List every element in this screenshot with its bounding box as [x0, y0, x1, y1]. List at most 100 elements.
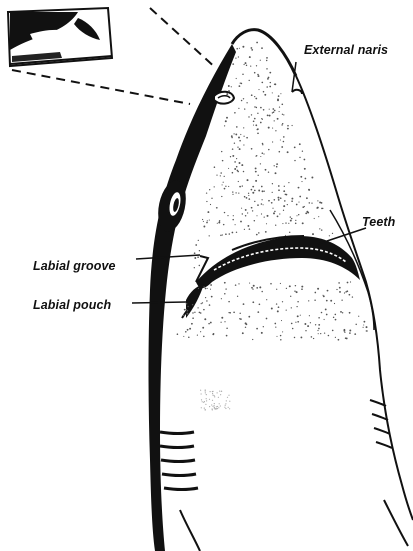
stipple-dot	[349, 312, 351, 314]
stipple-dot	[308, 300, 309, 301]
stipple-dot	[299, 196, 301, 198]
stipple-dot	[243, 136, 244, 137]
stipple-dot	[305, 212, 307, 214]
stipple-dot	[338, 282, 340, 284]
stipple-dot	[257, 132, 259, 134]
stipple-dot	[201, 407, 202, 408]
stipple-dot	[226, 327, 228, 329]
stipple-dot	[334, 303, 335, 304]
stipple-dot	[263, 109, 265, 111]
stipple-dot	[284, 186, 285, 187]
stipple-dot	[283, 210, 284, 211]
stipple-dot	[280, 335, 281, 336]
stipple-dot	[245, 209, 247, 211]
stipple-dot	[290, 216, 291, 217]
stipple-dot	[243, 64, 244, 65]
stipple-dot	[283, 136, 285, 138]
stipple-dot	[299, 143, 301, 145]
stipple-dot	[240, 82, 241, 83]
stipple-dot	[232, 63, 234, 65]
stipple-dot	[314, 292, 316, 294]
stipple-dot	[297, 321, 299, 323]
stipple-dot	[256, 42, 258, 44]
stipple-dot	[197, 256, 199, 258]
stipple-dot	[237, 147, 238, 148]
stipple-dot	[217, 408, 218, 409]
stipple-dot	[206, 201, 207, 202]
stipple-dot	[236, 232, 237, 233]
stipple-dot	[218, 222, 220, 224]
stipple-dot	[239, 162, 241, 164]
stipple-dot	[274, 84, 275, 85]
stipple-dot	[261, 199, 262, 200]
stipple-dot	[279, 111, 280, 112]
stipple-dot	[278, 189, 280, 191]
stipple-dot	[239, 318, 240, 319]
stipple-dot	[232, 219, 234, 221]
stipple-dot	[206, 192, 207, 193]
stipple-dot	[212, 406, 213, 407]
stipple-dot	[206, 222, 208, 224]
stipple-dot	[247, 212, 248, 213]
stipple-dot	[250, 47, 252, 49]
stipple-dot	[262, 190, 264, 192]
stipple-dot	[276, 166, 278, 168]
stipple-dot	[216, 175, 217, 176]
stipple-dot	[219, 220, 220, 221]
stipple-dot	[332, 330, 334, 332]
label-labial-pouch: Labial pouch	[33, 298, 112, 312]
stipple-dot	[209, 399, 210, 400]
stipple-dot	[236, 158, 237, 159]
stipple-dot	[225, 405, 226, 406]
stipple-dot	[251, 94, 253, 96]
stipple-dot	[291, 323, 293, 325]
stipple-dot	[282, 223, 283, 224]
stipple-dot	[287, 125, 289, 127]
stipple-dot	[319, 201, 321, 203]
stipple-dot	[256, 234, 258, 236]
stipple-dot	[238, 283, 239, 284]
stipple-dot	[206, 300, 207, 301]
stipple-dot	[296, 291, 298, 293]
stipple-dot	[214, 166, 216, 168]
stipple-dot	[363, 321, 365, 323]
stipple-dot	[242, 332, 244, 334]
stipple-dot	[335, 337, 336, 338]
stipple-dot	[306, 211, 308, 213]
stipple-dot	[255, 167, 257, 169]
stipple-dot	[358, 316, 359, 317]
stipple-dot	[349, 330, 351, 332]
stipple-dot	[243, 171, 245, 173]
stipple-dot	[188, 336, 190, 338]
stipple-dot	[239, 140, 241, 142]
stipple-dot	[274, 323, 276, 325]
stipple-dot	[261, 291, 263, 293]
stipple-dot	[212, 391, 213, 392]
stipple-dot	[290, 220, 292, 222]
stipple-dot	[344, 332, 345, 333]
inset-picture	[8, 8, 112, 66]
stipple-dot	[278, 197, 280, 199]
stipple-dot	[210, 289, 211, 290]
stipple-dot	[291, 218, 292, 219]
stipple-dot	[192, 304, 193, 305]
stipple-dot	[291, 125, 292, 126]
stipple-dot	[266, 86, 268, 88]
stipple-dot	[242, 185, 243, 186]
stipple-dot	[235, 57, 236, 58]
stipple-dot	[277, 310, 279, 312]
stipple-dot	[205, 297, 206, 298]
stipple-dot	[232, 191, 233, 192]
stipple-dot	[270, 82, 271, 83]
stipple-dot	[219, 403, 220, 404]
stipple-dot	[290, 296, 291, 297]
stipple-dot	[220, 235, 221, 236]
stipple-dot	[269, 72, 271, 74]
stipple-dot	[266, 299, 267, 300]
stipple-dot	[352, 296, 353, 297]
stipple-dot	[238, 108, 239, 109]
stipple-dot	[238, 56, 239, 57]
stipple-dot	[225, 408, 226, 409]
stipple-dot	[241, 208, 242, 209]
stipple-dot	[251, 189, 253, 191]
